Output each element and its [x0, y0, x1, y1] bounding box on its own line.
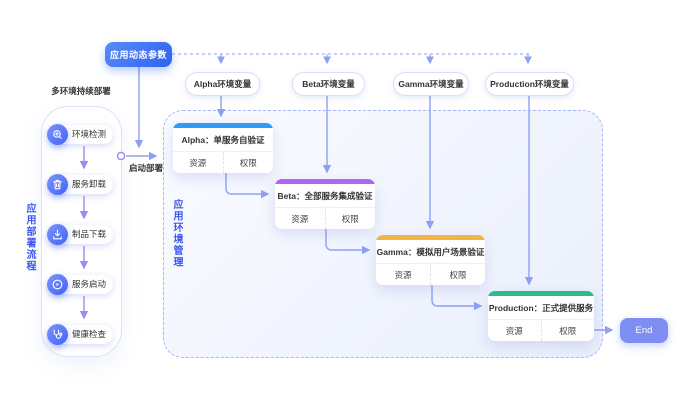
start-deploy-label: 启动部署 [128, 163, 163, 173]
env-pill-production[interactable]: Production环境变量 [485, 72, 574, 96]
env-card-beta[interactable]: Beta：全部服务集成验证 资源 权限 [275, 179, 375, 229]
resource-button[interactable]: 资源 [189, 157, 207, 168]
env-pill-alpha[interactable]: Alpha环境变量 [185, 72, 260, 96]
dynamic-params-badge[interactable]: 应用动态参数 [105, 42, 172, 67]
download-icon [47, 223, 68, 245]
play-icon [47, 273, 68, 295]
env-card-alpha[interactable]: Alpha：单服务自验证 资源 权限 [173, 123, 273, 173]
permission-button[interactable]: 权限 [540, 320, 595, 341]
card-accent-bar [488, 291, 594, 296]
card-accent-bar [376, 235, 485, 240]
step-artifact-download[interactable]: 制品下载 [52, 224, 113, 244]
step-service-start[interactable]: 服务启动 [52, 274, 113, 294]
env-card-production[interactable]: Production：正式提供服务 资源 权限 [488, 291, 594, 341]
permission-button[interactable]: 权限 [430, 264, 485, 285]
end-node[interactable]: End [620, 318, 668, 343]
card-title: Production：正式提供服务 [488, 296, 594, 320]
card-accent-bar [275, 179, 375, 184]
env-pill-gamma[interactable]: Gamma环境变量 [393, 72, 469, 96]
permission-button[interactable]: 权限 [324, 208, 376, 229]
env-pill-beta[interactable]: Beta环境变量 [292, 72, 365, 96]
zoom-in-icon [47, 123, 68, 145]
env-card-gamma[interactable]: Gamma：模拟用户场景验证 资源 权限 [376, 235, 485, 285]
card-title: Beta：全部服务集成验证 [275, 184, 375, 208]
resource-button[interactable]: 资源 [291, 213, 309, 224]
step-env-check[interactable]: 环境检测 [52, 124, 113, 144]
permission-button[interactable]: 权限 [222, 152, 274, 173]
resource-button[interactable]: 资源 [505, 325, 523, 336]
env-management-side-label: 应用环境管理 [171, 199, 182, 268]
step-health-check[interactable]: 健康检查 [52, 324, 113, 344]
card-title: Alpha：单服务自验证 [173, 128, 273, 152]
card-accent-bar [173, 123, 273, 128]
stethoscope-icon [47, 323, 68, 345]
resource-button[interactable]: 资源 [394, 269, 412, 280]
deploy-process-side-label: 应用部署流程 [24, 203, 35, 272]
trash-icon [47, 173, 68, 195]
multi-env-deploy-title: 多环境持续部署 [51, 86, 111, 96]
card-title: Gamma：模拟用户场景验证 [376, 240, 485, 264]
step-service-uninstall[interactable]: 服务卸载 [52, 174, 113, 194]
